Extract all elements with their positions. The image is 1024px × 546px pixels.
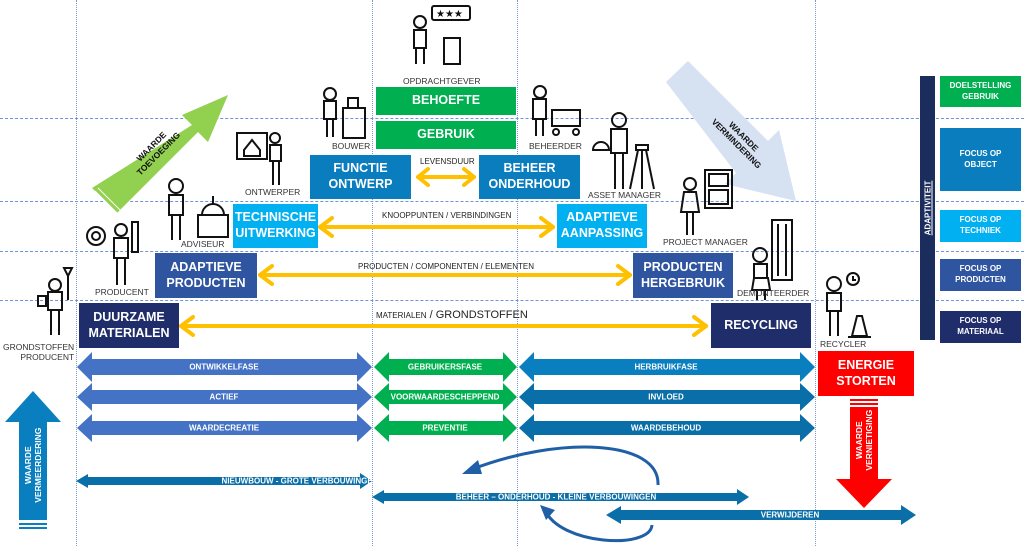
producten-label: PRODUCTEN / COMPONENTEN / ELEMENTEN <box>358 262 535 271</box>
ontwerper-icon <box>236 132 282 185</box>
role-label-recycler: RECYCLER <box>820 339 867 349</box>
level-divider-4 <box>0 300 1024 301</box>
role-label-project-manager: PROJECT MANAGER <box>663 237 748 247</box>
project-manager-icon <box>679 169 733 235</box>
knooppunten-label: KNOOPPUNTEN / VERBINDINGEN <box>382 211 512 220</box>
svg-text:★★★: ★★★ <box>436 9 463 20</box>
role-label-grondstoffen-producent: GRONDSTOFFEN PRODUCENT <box>3 342 75 362</box>
legend-focus-object: FOCUS OP OBJECT <box>940 128 1021 191</box>
materialen-label: MATERIALEN / GRONDSTOFFEN <box>376 309 528 321</box>
producten-arrow <box>258 264 632 286</box>
knooppunten-arrow <box>318 216 555 238</box>
role-label-producent: PRODUCENT <box>95 287 149 297</box>
phase-label-waardebehoud: WAARDEBEHOUD <box>630 423 702 433</box>
opdrachtgever-icon: ★★★ <box>413 5 471 65</box>
materialen-arrow <box>179 315 708 337</box>
phase-arrows <box>77 352 815 442</box>
role-label-bouwer: BOUWER <box>332 141 371 151</box>
role-label-ontwerper: ONTWERPER <box>245 187 301 197</box>
adaptieve-aanpassing-box: ADAPTIEVE AANPASSING <box>557 204 647 248</box>
adaptieve-producten-box: ADAPTIEVE PRODUCTEN <box>155 253 257 298</box>
waarde-toevoeging-arrow <box>92 95 228 217</box>
legend-focus-techniek: FOCUS OP TECHNIEK <box>940 210 1021 242</box>
role-label-opdrachtgever: OPDRACHTGEVER <box>403 76 481 86</box>
phase-label-actief: ACTIEF <box>209 392 239 402</box>
phase-label-preventie: PREVENTIE <box>422 423 468 433</box>
demonteerder-icon <box>750 219 793 300</box>
beheer-onderhoud-box: BEHEER ONDERHOUD <box>479 155 580 199</box>
bouwer-icon <box>323 87 366 139</box>
phase-label-ontwikkelfase: ONTWIKKELFASE <box>189 362 259 372</box>
asset-manager-icon <box>591 112 655 190</box>
levensduur-label: LEVENSDUUR <box>420 157 475 166</box>
level-divider-3 <box>0 251 1024 252</box>
phase-label-herbruikfase: HERBRUIKFASE <box>634 362 698 372</box>
phase-label-gebruikersfase: GEBRUIKERSFASE <box>407 362 483 372</box>
recycler-icon <box>826 272 871 338</box>
levensduur-arrow <box>416 167 476 187</box>
waarde-vernietiging-arrow <box>836 399 892 508</box>
beheerder-icon <box>532 85 581 136</box>
waarde-vermeerdering-arrow <box>5 391 61 529</box>
phase-label-voorwaardescheppend: VOORWAARDESCHEPPEND <box>390 392 500 402</box>
producent-icon <box>86 221 139 285</box>
level-divider-2 <box>0 201 1024 202</box>
legend-focus-materiaal: FOCUS OP MATERIAAL <box>940 311 1021 343</box>
grondstoffen-producent-icon <box>37 267 74 335</box>
functie-ontwerp-box: FUNCTIE ONTWERP <box>310 155 411 199</box>
adaptiviteit-label: ADAPTIVITEIT <box>923 180 932 236</box>
gebruik-box: GEBRUIK <box>376 121 516 149</box>
energie-storten-box: ENERGIE STORTEN <box>818 351 914 396</box>
grondstoffen-label: / GRONDSTOFFEN <box>426 309 528 321</box>
recycling-box: RECYCLING <box>711 303 811 348</box>
role-label-beheerder: BEHEERDER <box>529 141 582 151</box>
phase-label-waardecreatie: WAARDECREATIE <box>188 423 260 433</box>
level-divider-1 <box>0 118 1024 119</box>
verwijderen-label: VERWIJDEREN <box>760 510 820 520</box>
role-label-demonteerder: DEMONTEERDER <box>737 288 810 298</box>
waarde-vermindering-arrow <box>666 61 796 201</box>
phase-divider-4 <box>815 0 816 546</box>
verwijderen-arrow <box>606 505 916 525</box>
role-label-adviseur: ADVISEUR <box>181 239 225 249</box>
beheer-label: BEHEER – ONDERHOUD - KLEINE VERBOUWINGEN <box>455 492 657 502</box>
legend-doelstelling-gebruik: DOELSTELLING GEBRUIK <box>940 76 1021 107</box>
cycle-arrow-bottom <box>540 505 654 543</box>
phase-label-invloed: INVLOED <box>648 392 684 402</box>
nieuwbouw-arrow <box>76 473 372 489</box>
producten-hergebruik-box: PRODUCTEN HERGEBRUIK <box>633 253 733 298</box>
technische-uitwerking-box: TECHNISCHE UITWERKING <box>233 204 318 248</box>
adaptiviteit-axis: ADAPTIVITEIT <box>920 76 935 340</box>
behoefte-box: BEHOEFTE <box>376 87 516 115</box>
phase-divider-1 <box>76 0 77 546</box>
legend-focus-producten: FOCUS OP PRODUCTEN <box>940 259 1021 291</box>
beheer-arrow <box>372 489 749 505</box>
adviseur-icon <box>168 178 229 240</box>
nieuwbouw-label: NIEUWBOUW - GROTE VERBOUWINGEN <box>221 476 379 486</box>
role-label-asset-manager: ASSET MANAGER <box>588 190 662 200</box>
duurzame-materialen-box: DUURZAME MATERIALEN <box>79 303 179 348</box>
cycle-arrow-top <box>462 445 660 486</box>
materialen-small-label: MATERIALEN <box>376 311 427 320</box>
